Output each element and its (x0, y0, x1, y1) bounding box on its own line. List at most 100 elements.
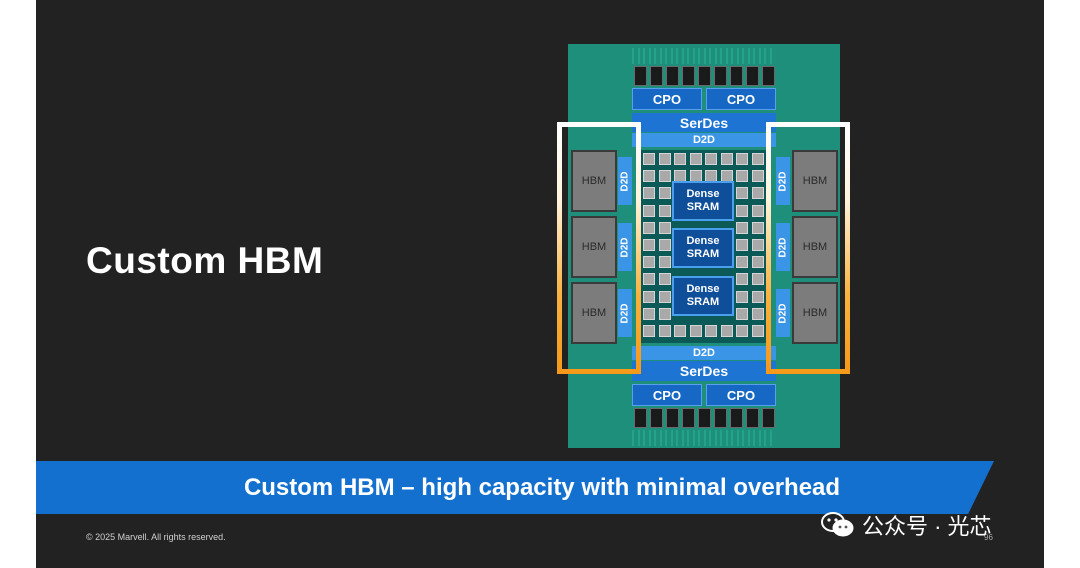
trace-bottom (632, 430, 634, 446)
core-cell (658, 325, 671, 337)
hbm-highlight-left (557, 122, 641, 374)
core-cell (736, 153, 748, 165)
trace-top (698, 48, 700, 64)
serdes-band-top: SerDes (632, 113, 776, 132)
trace-bottom (753, 430, 755, 446)
core-cell (736, 256, 748, 269)
trace-top (687, 48, 689, 64)
trace-top (703, 48, 706, 64)
slide-title: Custom HBM (86, 240, 324, 281)
core-cell (736, 273, 748, 286)
core-cell (689, 153, 702, 165)
trace-top (665, 48, 667, 64)
trace-top (643, 48, 645, 64)
core-cell (705, 153, 717, 165)
core-cell (736, 187, 748, 200)
core-cell (736, 307, 748, 320)
core-cell (643, 273, 655, 286)
trace-bottom (720, 430, 722, 446)
pin-top (634, 66, 647, 86)
trace-bottom (764, 430, 766, 446)
core-cell (736, 204, 748, 217)
trace-top (747, 48, 750, 64)
core-cell (643, 307, 655, 320)
pin-bottom (762, 408, 775, 428)
core-cell (643, 221, 655, 234)
core-cell (643, 256, 655, 269)
core-cell (674, 325, 686, 337)
trace-top (731, 48, 733, 64)
trace-bottom (725, 430, 728, 446)
trace-top (648, 48, 651, 64)
trace-bottom (654, 430, 656, 446)
trace-top (714, 48, 717, 64)
trace-bottom (703, 430, 706, 446)
trace-top (758, 48, 761, 64)
core-cell (751, 221, 764, 234)
trace-top (742, 48, 744, 64)
d2d-band-top: D2D (632, 133, 776, 147)
core-cell (689, 325, 702, 337)
trace-top (764, 48, 766, 64)
trace-bottom (742, 430, 744, 446)
trace-bottom (681, 430, 684, 446)
pin-bottom (714, 408, 727, 428)
core-cell (736, 221, 748, 234)
core-cell (658, 170, 671, 183)
trace-top (659, 48, 662, 64)
page-number: 96 (984, 533, 993, 542)
caption-banner (36, 461, 994, 514)
trace-bottom (676, 430, 678, 446)
core-cell (658, 273, 671, 286)
core-cell (643, 290, 655, 303)
core-cell (658, 256, 671, 269)
trace-bottom (769, 430, 772, 446)
trace-top (753, 48, 755, 64)
trace-top (736, 48, 739, 64)
cpo-block-top-left: CPO (632, 88, 702, 110)
core-cell (674, 153, 686, 165)
pin-top (762, 66, 775, 86)
core-cell (643, 204, 655, 217)
core-cell (736, 290, 748, 303)
trace-bottom (643, 430, 645, 446)
trace-bottom (637, 430, 640, 446)
pin-bottom (666, 408, 679, 428)
trace-bottom (709, 430, 711, 446)
pin-bottom (698, 408, 711, 428)
core-cell (643, 239, 655, 251)
trace-top (769, 48, 772, 64)
core-cell (658, 239, 671, 251)
d2d-band-bottom: D2D (632, 346, 776, 360)
trace-top (720, 48, 722, 64)
core-cell (751, 273, 764, 286)
pin-bottom (682, 408, 695, 428)
core-cell (643, 170, 655, 183)
pin-top (650, 66, 663, 86)
core-cell (751, 256, 764, 269)
core-cell (658, 221, 671, 234)
pin-top (714, 66, 727, 86)
trace-top (676, 48, 678, 64)
core-cell (658, 187, 671, 200)
core-cell (751, 170, 764, 183)
pin-bottom (730, 408, 743, 428)
trace-bottom (758, 430, 761, 446)
trace-bottom (747, 430, 750, 446)
trace-top (632, 48, 634, 64)
cpo-block-bottom-right: CPO (706, 384, 776, 406)
core-cell (751, 307, 764, 320)
core-cell (736, 239, 748, 251)
core-cell (736, 170, 748, 183)
caption-text: Custom HBM – high capacity with minimal … (243, 473, 841, 501)
watermark: 公众号 · 光芯 (820, 509, 992, 541)
core-cell (751, 325, 764, 337)
core-cell (751, 153, 764, 165)
trace-top (725, 48, 728, 64)
trace-bottom (731, 430, 733, 446)
trace-bottom (698, 430, 700, 446)
cpo-block-top-right: CPO (706, 88, 776, 110)
pin-bottom (634, 408, 647, 428)
